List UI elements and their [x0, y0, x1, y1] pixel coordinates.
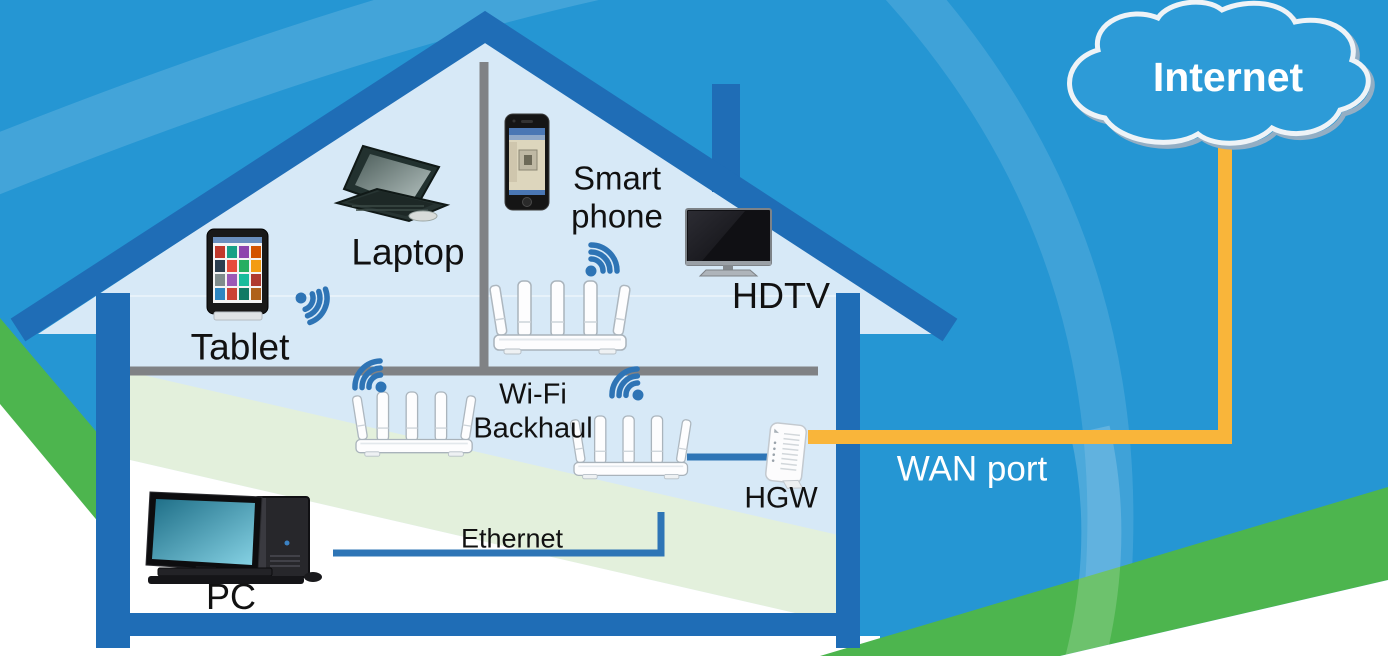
cloud-icon [1067, 0, 1371, 146]
ethernet-label: Ethernet [460, 523, 564, 554]
background-arc-right-lower [1065, 425, 1122, 656]
wall-left [96, 293, 130, 648]
smartphone-device [504, 113, 550, 211]
tablet-label: Tablet [190, 326, 290, 368]
background-arc-left [0, 0, 599, 195]
hdtv-device [685, 208, 772, 277]
hgw-label: HGW [744, 481, 818, 515]
pc-mouse [304, 572, 322, 582]
internet-cloud [1067, 0, 1375, 150]
smartphone-label-line1: Smart [572, 159, 662, 197]
hdtv-label: HDTV [732, 275, 830, 317]
internet-label: Internet [1152, 54, 1304, 101]
pc-monitor-screen [152, 499, 255, 565]
pc-power-led [284, 540, 290, 546]
interior-floor-divider [130, 366, 818, 376]
roof [10, 10, 958, 342]
ground-white-right [1060, 580, 1388, 656]
smartphone-label-line2: phone [571, 198, 663, 235]
tablet-app-grid [215, 246, 261, 300]
hgw-device [765, 422, 807, 489]
laptop-label: Laptop [351, 231, 465, 273]
lawn-right [820, 487, 1388, 656]
wan-cable [808, 148, 1232, 444]
background-arc-right [885, 0, 1134, 656]
wall-right [836, 293, 860, 648]
wifi-backhaul-label-line2: Backhaul [473, 412, 593, 444]
interior-wall-divider [479, 62, 489, 372]
ground-white-left [0, 404, 100, 656]
pc-device [145, 491, 322, 584]
laptop-device [333, 144, 451, 223]
wifi-backhaul-label: Wi-Fi Backhaul [473, 378, 592, 445]
wifi-backhaul-label-line1: Wi-Fi [499, 378, 567, 411]
smartphone-label: Smart phone [571, 160, 663, 237]
tablet-device [206, 228, 269, 321]
ground-white-bottom [0, 636, 880, 656]
interior-green-band [130, 372, 860, 628]
wall-bottom [96, 613, 860, 636]
pc-label: PC [205, 576, 257, 618]
laptop-cd-tray [408, 210, 438, 222]
ethernet-cable [333, 512, 665, 557]
wan-port-label: WAN port [896, 449, 1048, 489]
